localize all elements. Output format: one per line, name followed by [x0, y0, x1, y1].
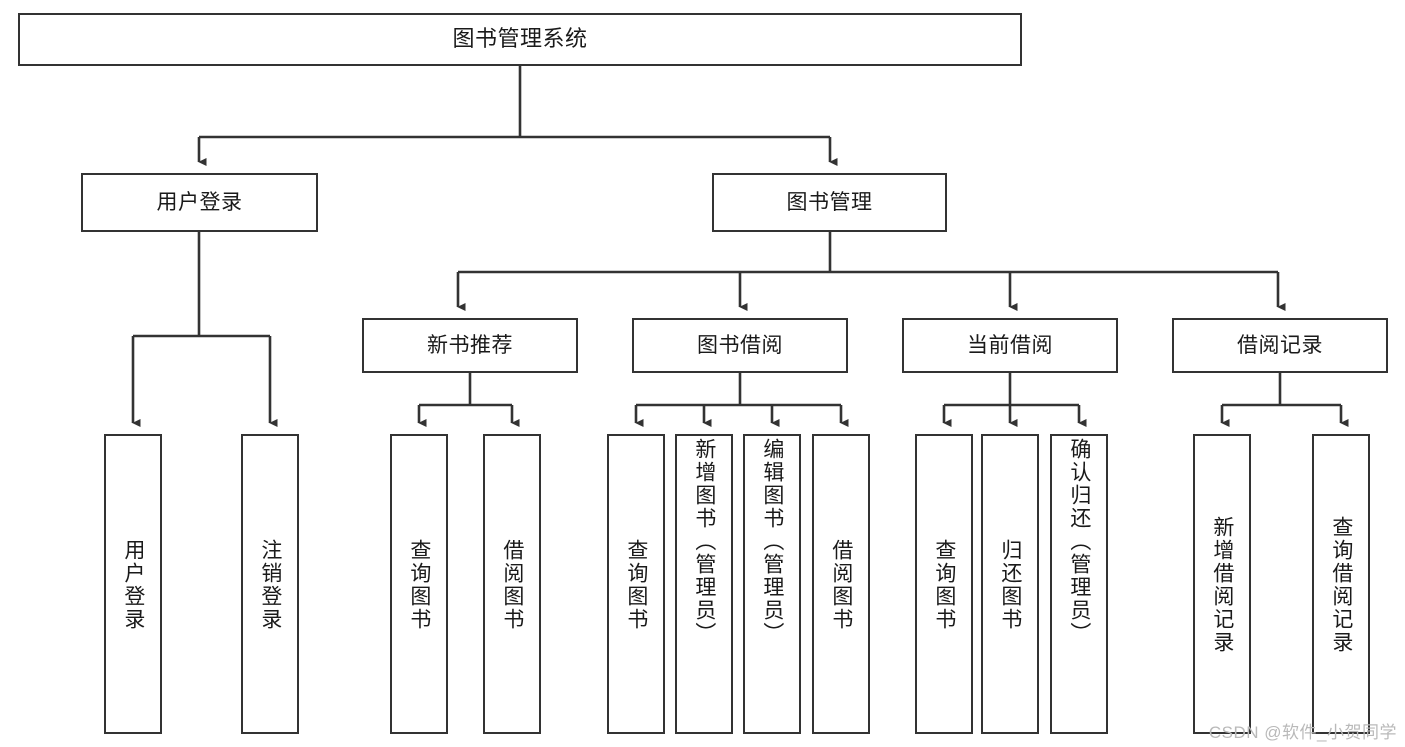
leaf-query-book-3[interactable]: 查询图书 [915, 434, 973, 734]
node-book-manage[interactable]: 图书管理 [712, 173, 947, 232]
leaf-query-book-1-label: 查询图书 [407, 539, 431, 631]
leaf-borrow-book-2[interactable]: 借阅图书 [812, 434, 870, 734]
leaf-edit-book-label: 编辑图书（管理员） [760, 438, 784, 645]
leaf-query-record[interactable]: 查询借阅记录 [1312, 434, 1370, 734]
leaf-return-book-label: 归还图书 [998, 539, 1022, 631]
leaf-query-book-3-label: 查询图书 [932, 539, 956, 631]
leaf-borrow-book-1[interactable]: 借阅图书 [483, 434, 541, 734]
leaf-query-book-1[interactable]: 查询图书 [390, 434, 448, 734]
node-borrow-record-label: 借阅记录 [1237, 333, 1323, 357]
node-borrow-record[interactable]: 借阅记录 [1172, 318, 1388, 373]
leaf-return-book[interactable]: 归还图书 [981, 434, 1039, 734]
leaf-confirm-return[interactable]: 确认归还（管理员） [1050, 434, 1108, 734]
leaf-add-record-label: 新增借阅记录 [1210, 516, 1234, 654]
leaf-user-login-label: 用户登录 [121, 539, 145, 631]
node-root[interactable]: 图书管理系统 [18, 13, 1022, 66]
leaf-logout-label: 注销登录 [258, 539, 282, 631]
leaf-add-book[interactable]: 新增图书（管理员） [675, 434, 733, 734]
node-book-manage-label: 图书管理 [786, 190, 873, 214]
node-current-borrow[interactable]: 当前借阅 [902, 318, 1118, 373]
csdn-watermark: CSDN @软件_小贺同学 [1208, 723, 1397, 742]
leaf-query-book-2-label: 查询图书 [624, 539, 648, 631]
leaf-add-book-label: 新增图书（管理员） [692, 438, 716, 645]
leaf-user-login[interactable]: 用户登录 [104, 434, 162, 734]
node-book-borrow-label: 图书借阅 [697, 333, 783, 357]
leaf-add-record[interactable]: 新增借阅记录 [1193, 434, 1251, 734]
leaf-edit-book[interactable]: 编辑图书（管理员） [743, 434, 801, 734]
node-book-borrow[interactable]: 图书借阅 [632, 318, 848, 373]
leaf-confirm-return-label: 确认归还（管理员） [1067, 438, 1091, 645]
leaf-query-book-2[interactable]: 查询图书 [607, 434, 665, 734]
leaf-borrow-book-1-label: 借阅图书 [500, 539, 524, 631]
node-root-label: 图书管理系统 [452, 26, 588, 52]
node-new-book-rec[interactable]: 新书推荐 [362, 318, 578, 373]
node-new-book-rec-label: 新书推荐 [427, 333, 513, 357]
leaf-borrow-book-2-label: 借阅图书 [829, 539, 853, 631]
node-current-borrow-label: 当前借阅 [967, 333, 1053, 357]
node-user-login[interactable]: 用户登录 [81, 173, 318, 232]
leaf-logout[interactable]: 注销登录 [241, 434, 299, 734]
node-user-login-label: 用户登录 [156, 190, 243, 214]
leaf-query-record-label: 查询借阅记录 [1329, 516, 1353, 654]
